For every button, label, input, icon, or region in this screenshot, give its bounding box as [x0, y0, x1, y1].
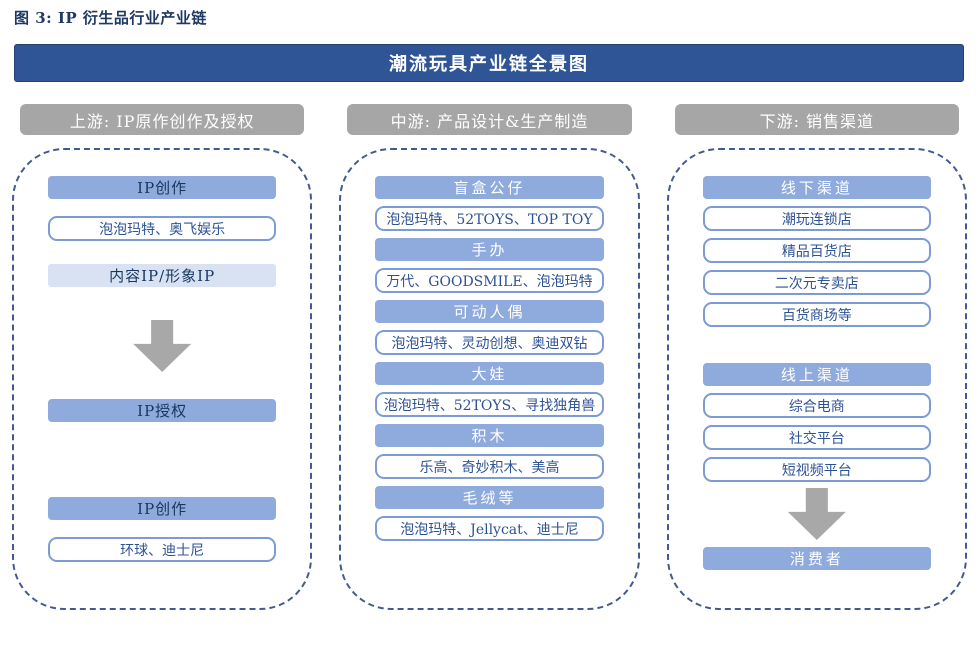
down-arrow-icon	[703, 488, 931, 540]
detail-box: 泡泡玛特、奥飞娱乐	[48, 216, 277, 241]
detail-box: 万代、GOODSMILE、泡泡玛特	[375, 268, 604, 293]
figure-caption: 图 3: IP 衍生品行业产业链	[14, 9, 207, 27]
category-bar: 线下渠道	[702, 176, 931, 199]
column-body-midstream: 盲盒公仔泡泡玛特、52TOYS、TOP TOY 手办万代、GOODSMILE、泡泡…	[339, 148, 640, 610]
category-bar: 大娃	[375, 362, 604, 385]
category-bar: 盲盒公仔	[375, 176, 604, 199]
category-bar: 可动人偶	[375, 300, 604, 323]
category-bar: IP创作	[48, 176, 277, 199]
detail-box: 环球、迪士尼	[48, 537, 277, 562]
detail-box: 泡泡玛特、52TOYS、TOP TOY	[375, 206, 604, 231]
column-body-downstream: 线下渠道潮玩连锁店精品百货店二次元专卖店百货商场等线上渠道综合电商社交平台短视频…	[666, 148, 967, 610]
category-bar: IP创作	[48, 497, 277, 520]
detail-box: 泡泡玛特、Jellycat、迪士尼	[375, 516, 604, 541]
column-downstream: 下游: 销售渠道 线下渠道潮玩连锁店精品百货店二次元专卖店百货商场等线上渠道综合…	[666, 104, 967, 610]
category-bar: 积木	[375, 424, 604, 447]
down-arrow-icon	[48, 320, 276, 372]
category-bar: IP授权	[48, 399, 277, 422]
stage-header-downstream: 下游: 销售渠道	[674, 104, 959, 135]
detail-box: 综合电商	[702, 393, 931, 418]
ip-type-box: 内容IP/形象IP	[48, 264, 277, 287]
down-arrow-shape	[787, 488, 846, 540]
down-arrow-shape	[133, 320, 192, 372]
category-bar: 毛绒等	[375, 486, 604, 509]
detail-box: 泡泡玛特、52TOYS、寻找独角兽	[375, 392, 604, 417]
column-midstream: 中游: 产品设计&生产制造 盲盒公仔泡泡玛特、52TOYS、TOP TOY 手办万…	[339, 104, 640, 610]
category-bar: 手办	[375, 238, 604, 261]
stage-header-midstream: 中游: 产品设计&生产制造	[347, 104, 632, 135]
main-header-bar: 潮流玩具产业链全景图	[14, 44, 964, 82]
detail-box: 精品百货店	[702, 238, 931, 263]
detail-box: 短视频平台	[702, 457, 931, 482]
category-bar: 线上渠道	[702, 363, 931, 386]
detail-box: 乐高、奇妙积木、美高	[375, 454, 604, 479]
detail-box: 社交平台	[702, 425, 931, 450]
category-bar: 消费者	[702, 547, 931, 570]
detail-box: 潮玩连锁店	[702, 206, 931, 231]
detail-box: 百货商场等	[702, 302, 931, 327]
main-header-title: 潮流玩具产业链全景图	[389, 54, 589, 75]
detail-box: 二次元专卖店	[702, 270, 931, 295]
detail-box: 泡泡玛特、灵动创想、奥迪双钻	[375, 330, 604, 355]
stage-header-upstream: 上游: IP原作创作及授权	[20, 104, 305, 135]
